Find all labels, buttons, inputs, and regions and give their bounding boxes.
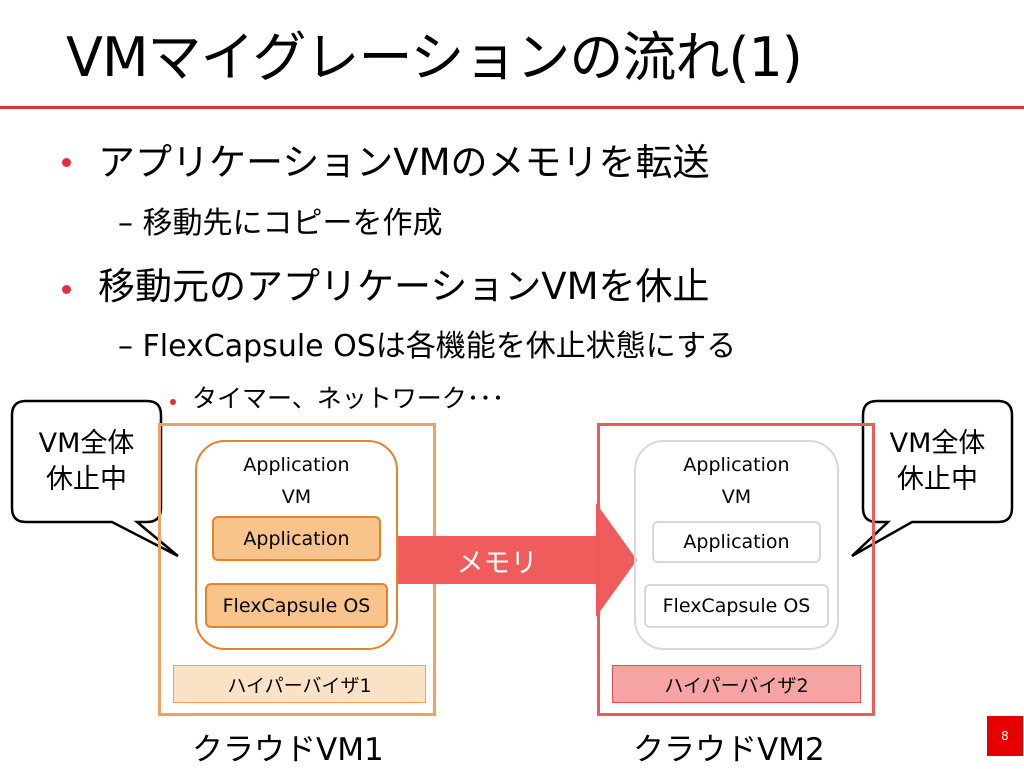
left-callout-text: VM全体 休止中 — [14, 412, 159, 512]
memory-arrow-shape — [398, 503, 637, 617]
left-app-vm-container — [195, 440, 398, 650]
right-callout-text: VM全体 休止中 — [865, 412, 1010, 512]
bullet-2-sub: – FlexCapsule OSは各機能を休止状態にする — [118, 329, 737, 364]
right-callout-line2: 休止中 — [897, 464, 978, 495]
left-app-vm-label-line1: Application — [243, 454, 350, 476]
left-callout-bubble — [10, 399, 179, 558]
left-hypervisor-block: ハイパーバイザ1 — [173, 665, 426, 703]
right-app-vm-label-line1: Application — [683, 454, 790, 476]
right-os-block: FlexCapsule OS — [644, 584, 829, 628]
right-callout-line1: VM全体 — [889, 428, 986, 459]
bullet-dot — [170, 399, 176, 405]
left-os-block: FlexCapsule OS — [205, 583, 388, 628]
slide-title: VMマイグレーションの流れ(1) — [66, 26, 803, 89]
left-caption: クラウドVM1 — [192, 732, 384, 768]
left-app-vm-label-line2: VM — [281, 486, 312, 508]
left-callout-line2: 休止中 — [46, 464, 127, 495]
right-app-vm-label-line2: VM — [721, 486, 752, 508]
bullet-2: 移動元のアプリケーションVMを休止 — [98, 265, 710, 308]
bullet-1-sub: – 移動先にコピーを作成 — [118, 206, 443, 241]
bullet-1: アプリケーションVMのメモリを転送 — [98, 141, 710, 184]
right-caption: クラウドVM2 — [633, 732, 825, 768]
right-hypervisor-block: ハイパーバイザ2 — [612, 665, 861, 703]
left-callout-line1: VM全体 — [38, 428, 135, 459]
right-app-vm-container — [634, 440, 839, 650]
left-application-block: Application — [212, 516, 381, 561]
right-cloud-vm-frame — [597, 423, 875, 716]
memory-arrow-label: メモリ — [456, 547, 538, 579]
title-divider — [0, 106, 1024, 109]
bullet-2-sub-sub: タイマー、ネットワーク･･･ — [192, 384, 505, 413]
bullet-dot — [62, 158, 71, 167]
page-number: 8 — [987, 716, 1023, 756]
right-callout-bubble — [851, 399, 1014, 558]
right-application-block: Application — [652, 521, 821, 563]
bullet-dot — [62, 285, 71, 294]
